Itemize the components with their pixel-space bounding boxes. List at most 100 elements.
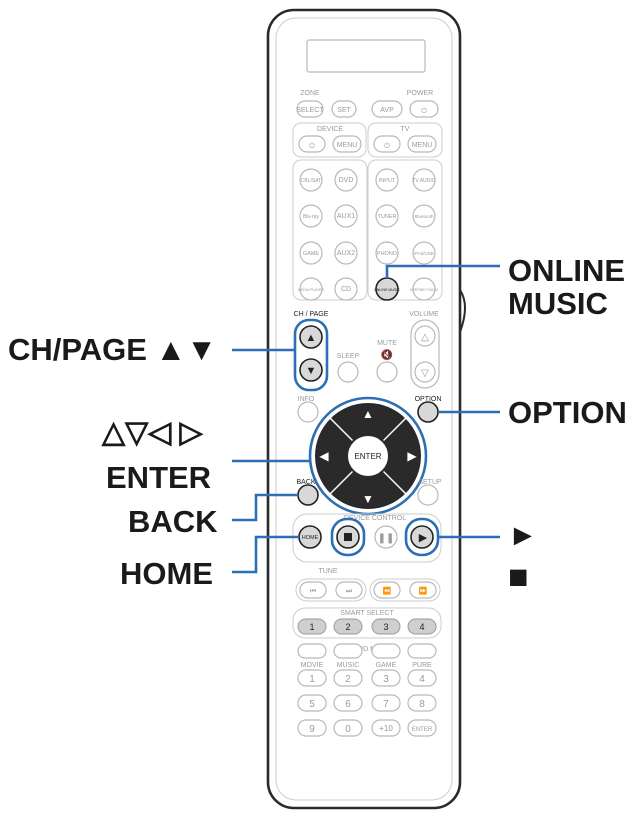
smart-select-4-button[interactable]: [407, 618, 437, 635]
rewind-button[interactable]: [373, 581, 401, 599]
dpad-left-icon[interactable]: ◀: [319, 449, 329, 463]
digit-3-button[interactable]: [371, 669, 401, 687]
play-button[interactable]: [410, 525, 434, 549]
dpad-down-icon[interactable]: ▼: [362, 492, 374, 506]
tv-label: TV: [401, 126, 410, 133]
sleep-label: SLEEP: [337, 353, 360, 360]
device-label: DEVICE: [317, 126, 343, 133]
set-button[interactable]: [331, 100, 357, 118]
sleep-button[interactable]: [337, 361, 359, 383]
info-button[interactable]: [297, 401, 319, 423]
cd-button[interactable]: [334, 277, 358, 301]
digit-4-label: 4: [419, 674, 425, 685]
sound-mode-2-button[interactable]: [333, 643, 363, 659]
mute-button[interactable]: [376, 361, 398, 383]
tv-power-button[interactable]: [373, 135, 401, 153]
mute-label: MUTE: [377, 340, 397, 347]
device-control-label: DEVICE CONTROL: [344, 515, 406, 522]
media-player-button[interactable]: [299, 277, 323, 301]
tv-menu-button[interactable]: [407, 135, 437, 153]
volume-up-button[interactable]: [414, 325, 436, 347]
plus10-button[interactable]: [371, 719, 401, 737]
digit-7-button[interactable]: [371, 694, 401, 712]
tv-audio-button[interactable]: [412, 168, 436, 192]
tune-up-button[interactable]: [335, 581, 363, 599]
source-group-left: [292, 159, 368, 301]
ipod-usb-label: iPod/USB: [414, 251, 434, 256]
game-button[interactable]: [299, 241, 323, 265]
avp-label: AVP: [380, 107, 394, 114]
select-button[interactable]: [296, 100, 324, 118]
pause-button[interactable]: [374, 525, 398, 549]
enter-button[interactable]: [346, 434, 390, 478]
digit-0-button[interactable]: [333, 719, 363, 737]
tune-down-button[interactable]: [299, 581, 327, 599]
dvd-button[interactable]: [334, 168, 358, 192]
remote-side-bump: [459, 289, 466, 333]
smart-select-3-button[interactable]: [371, 618, 401, 635]
digit-0-label: 0: [345, 724, 351, 735]
cbl-sat-button[interactable]: [299, 168, 323, 192]
dpad-right-icon[interactable]: ▶: [407, 449, 417, 463]
mute-icon: 🔇: [381, 348, 393, 361]
callout-stop: ■: [508, 558, 529, 596]
aux1-button[interactable]: [334, 204, 358, 228]
input-button[interactable]: [375, 168, 399, 192]
media-player-label: MEDIA PLAYER: [298, 288, 325, 292]
smart-select-2-button[interactable]: [333, 618, 363, 635]
ch-page-down-button[interactable]: [299, 358, 323, 382]
leader-lines: [232, 264, 500, 574]
digit-9-button[interactable]: [297, 719, 327, 737]
digit-8-button[interactable]: [407, 694, 437, 712]
game-label: GAME: [303, 251, 320, 257]
bluetooth-button[interactable]: [412, 204, 436, 228]
aux2-button[interactable]: [334, 241, 358, 265]
ipod-usb-button[interactable]: [412, 241, 436, 265]
callout-online-music: ONLINE MUSIC: [508, 254, 625, 321]
triangle-down-outline-icon: ▽: [421, 368, 429, 379]
sound-mode-4-button[interactable]: [407, 643, 437, 659]
volume-down-button[interactable]: [414, 361, 436, 383]
plus10-label: +10: [379, 724, 393, 733]
power-button[interactable]: [409, 100, 439, 118]
device-power-icon: ⏻: [309, 142, 315, 150]
numpad-enter-button[interactable]: [407, 719, 437, 737]
phono-button[interactable]: [375, 241, 399, 265]
smart-select-label: SMART SELECT: [340, 610, 394, 617]
dpad-up-icon[interactable]: ▲: [362, 407, 374, 421]
internet-radio-button[interactable]: [412, 277, 436, 301]
setup-button[interactable]: [417, 484, 439, 506]
smart-select-1-label: 1: [309, 622, 314, 632]
smart-select-1-button[interactable]: [297, 618, 327, 635]
callout-back: BACK: [128, 504, 218, 539]
fast-forward-button[interactable]: [409, 581, 437, 599]
back-label: BACK: [296, 479, 315, 486]
tuner-button[interactable]: [375, 204, 399, 228]
aux1-label: AUX1: [337, 213, 355, 220]
bluray-button[interactable]: [299, 204, 323, 228]
skip-group: [369, 578, 441, 602]
forward-end-icon: ⏭: [346, 588, 353, 595]
device-menu-button[interactable]: [332, 135, 362, 153]
music-label: MUSIC: [337, 662, 360, 669]
info-label: INFO: [298, 396, 315, 403]
option-button[interactable]: [417, 401, 439, 423]
digit-5-button[interactable]: [297, 694, 327, 712]
sound-mode-3-button[interactable]: [371, 643, 401, 659]
callout-online-music-line2: MUSIC: [508, 286, 608, 322]
smart-select-4-label: 4: [419, 622, 424, 632]
sound-mode-1-button[interactable]: [297, 643, 327, 659]
rewind-icon: ⏪: [383, 586, 392, 595]
back-button[interactable]: [297, 484, 319, 506]
ch-page-up-button[interactable]: [299, 325, 323, 349]
digit-4-button[interactable]: [407, 669, 437, 687]
cbl-sat-label: CBL/SAT: [301, 178, 321, 184]
device-power-button[interactable]: [298, 135, 326, 153]
avp-button[interactable]: [371, 100, 403, 118]
play-icon: ▶: [419, 532, 428, 544]
digit-1-button[interactable]: [297, 669, 327, 687]
pause-icon: ❚❚: [378, 533, 395, 544]
digit-6-button[interactable]: [333, 694, 363, 712]
digit-2-button[interactable]: [333, 669, 363, 687]
